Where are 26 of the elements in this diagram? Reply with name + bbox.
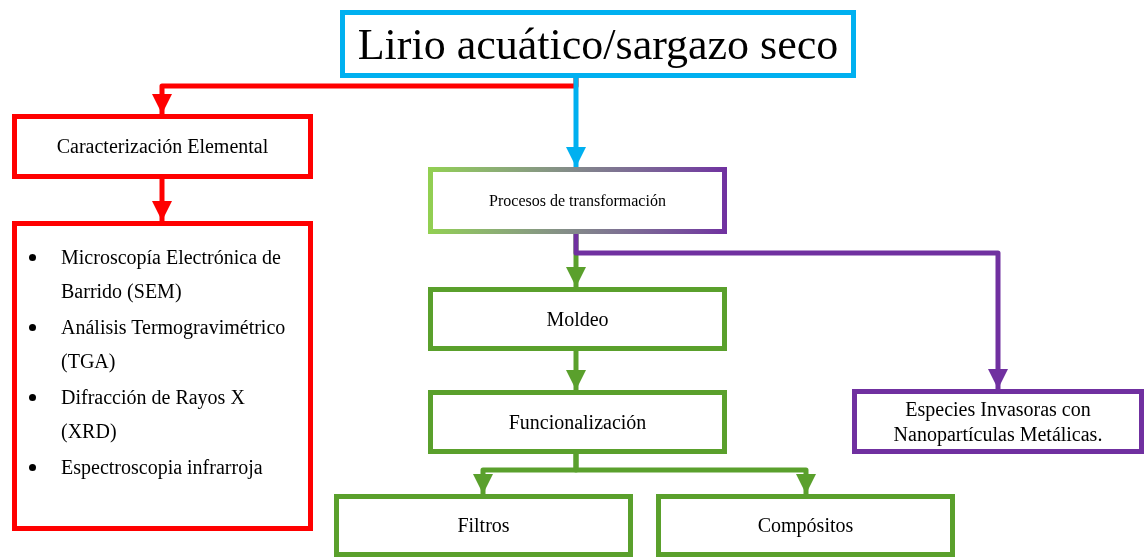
list-item: Análisis Termogravimétrico (TGA) <box>61 315 287 375</box>
process-box <box>852 389 1144 454</box>
box-label: Funcionalización <box>508 409 647 435</box>
process-box <box>334 494 633 557</box>
list-item: Microscopía Electrónica de Barrido (SEM) <box>61 245 282 305</box>
process-box <box>656 494 955 557</box>
list-item: Difracción de Rayos X (XRD) <box>61 385 246 445</box>
list-box <box>12 221 313 531</box>
process-box <box>428 167 727 234</box>
arrow <box>566 78 586 167</box>
arrow <box>566 351 586 390</box>
arrow <box>573 234 1008 389</box>
box-label: Especies Invasoras con Nanopartículas Metálicas. <box>892 396 1104 447</box>
arrow <box>573 454 816 494</box>
box-label: Filtros <box>457 513 510 538</box>
arrow <box>152 179 172 221</box>
process-box <box>428 287 727 351</box>
list-item: Espectroscopia infrarroja <box>61 455 263 481</box>
box-label: Moldeo <box>546 306 609 332</box>
process-box <box>340 10 856 78</box>
box-label: Compósitos <box>757 513 854 538</box>
box-label: Caracterización Elemental <box>56 134 269 159</box>
box-label: Procesos de transformación <box>489 190 666 211</box>
box-label: Lirio acuático/sargazo seco <box>357 18 839 71</box>
process-box <box>428 390 727 454</box>
process-box <box>12 114 313 179</box>
